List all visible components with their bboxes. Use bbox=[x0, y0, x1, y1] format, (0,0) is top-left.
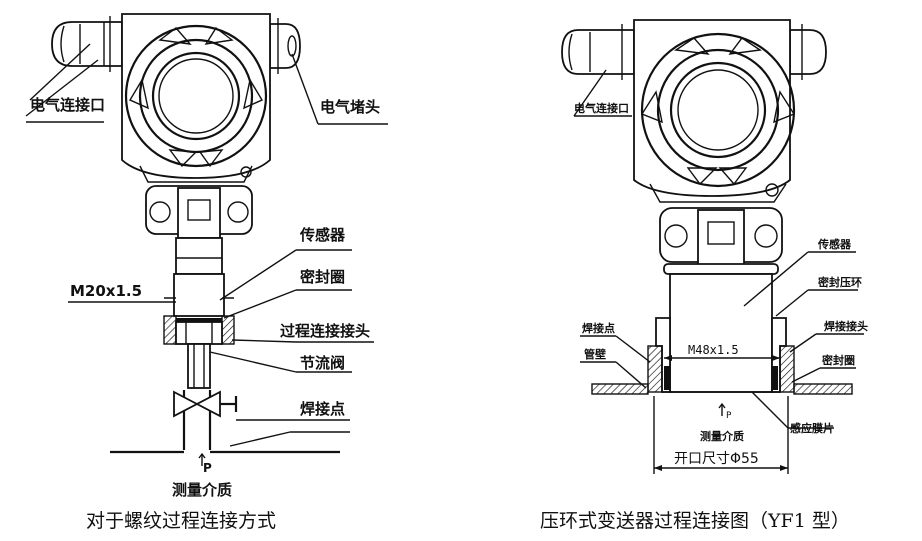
label-pressure-symbol: P bbox=[203, 461, 212, 475]
r-label-seal-ring: 密封圈 bbox=[822, 353, 855, 367]
left-electrical-connector-part bbox=[51, 16, 123, 72]
label-seal-ring: 密封圈 bbox=[300, 268, 345, 286]
right-caption: 压环式变送器过程连接图（YF1 型） bbox=[540, 510, 850, 532]
r-label-seal-press-ring: 密封压环 bbox=[818, 275, 862, 289]
label-electrical-connector: 电气连接口 bbox=[30, 96, 105, 114]
right-housing bbox=[633, 19, 796, 203]
right-thread-dimension bbox=[664, 355, 780, 361]
left-throttle-valve bbox=[173, 390, 238, 450]
left-caption: 对于螺纹过程连接方式 bbox=[86, 510, 276, 532]
r-label-electrical-connector: 电气连接口 bbox=[574, 101, 629, 115]
r-label-medium: 测量介质 bbox=[700, 429, 744, 443]
left-process-joint bbox=[163, 273, 235, 389]
right-electrical-connector-part bbox=[561, 24, 635, 80]
r-label-thread-spec: M48x1.5 bbox=[688, 343, 739, 357]
label-thread-spec: M20x1.5 bbox=[70, 282, 142, 300]
right-press-ring bbox=[647, 317, 795, 393]
label-sensor: 传感器 bbox=[299, 226, 346, 244]
right-electrical-plug-part bbox=[789, 24, 827, 80]
r-label-sensor: 传感器 bbox=[817, 237, 852, 251]
right-transmitter: 电气连接口 传感器 密封压环 焊接点 焊接接头 管壁 密封圈 M48x1.5 P… bbox=[540, 19, 868, 532]
label-throttle-valve: 节流阀 bbox=[300, 354, 345, 372]
right-neck bbox=[659, 207, 783, 275]
r-label-pressure-symbol: P bbox=[726, 411, 732, 421]
r-label-opening-size: 开口尺寸Φ55 bbox=[674, 451, 759, 467]
left-pipe bbox=[110, 450, 340, 466]
left-leader-lines bbox=[25, 43, 388, 447]
label-electrical-plug: 电气堵头 bbox=[320, 98, 380, 116]
right-pipe-wall bbox=[591, 383, 853, 416]
label-medium: 测量介质 bbox=[172, 481, 232, 499]
label-weld-point: 焊接点 bbox=[300, 400, 345, 418]
r-label-diaphragm: 感应膜片 bbox=[790, 421, 834, 435]
right-leader-lines bbox=[573, 69, 864, 429]
label-process-joint: 过程连接接头 bbox=[280, 322, 370, 340]
right-opening-dimension bbox=[653, 396, 789, 474]
left-transmitter: 电气连接口 电气堵头 传感器 密封圈 M20x1.5 过程连接接头 节流阀 焊接… bbox=[25, 13, 388, 532]
left-electrical-plug-part bbox=[269, 18, 301, 74]
r-label-weld-point: 焊接点 bbox=[582, 321, 615, 335]
r-label-pipe-wall: 管壁 bbox=[584, 347, 606, 361]
r-label-weld-joint: 焊接接头 bbox=[824, 319, 868, 333]
left-housing bbox=[121, 13, 271, 183]
left-neck bbox=[145, 185, 253, 275]
right-sensor-body bbox=[669, 273, 773, 393]
